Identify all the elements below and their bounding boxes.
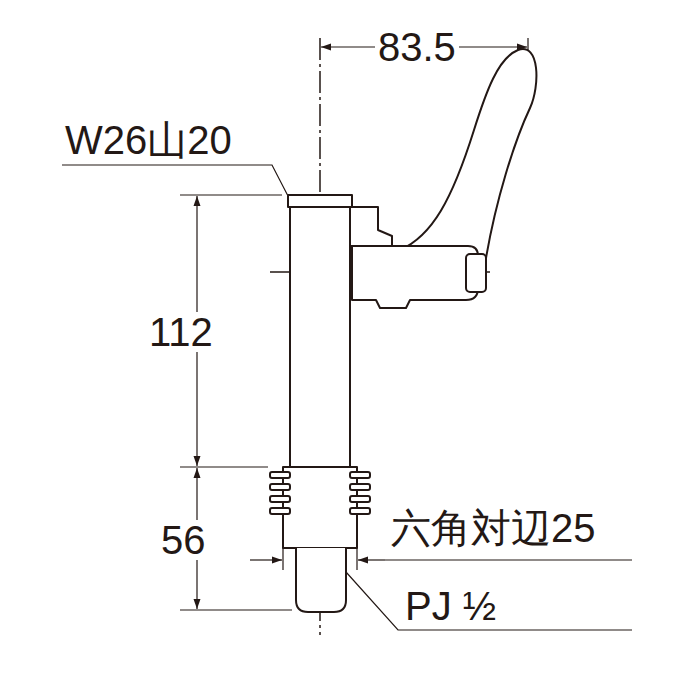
dimension-label: 56: [158, 520, 209, 560]
hex-part: [283, 467, 357, 548]
lever-handle: [400, 49, 536, 258]
leader-lines: [62, 165, 632, 630]
thread-rib: [350, 508, 370, 514]
thread-rib: [350, 472, 370, 478]
bonnet-nut: [466, 254, 486, 292]
top-cap: [288, 195, 352, 207]
thread-ribs: [270, 472, 370, 514]
pipe-thread-label: PJ ½: [402, 586, 499, 626]
dimension-label: 83.5: [375, 27, 459, 67]
thread-rib: [270, 496, 290, 502]
pj-nipple: [296, 548, 346, 612]
thread-rib: [270, 508, 290, 514]
thread-spec-label: W26山20: [62, 120, 235, 160]
valve-bonnet: [352, 246, 478, 308]
dimension-lines: [180, 38, 632, 610]
main-pipe: [290, 195, 350, 467]
thread-rib: [270, 484, 290, 490]
thread-rib: [350, 484, 370, 490]
thread-rib: [270, 472, 290, 478]
hex-size-label: 六角対辺25: [388, 508, 599, 548]
thread-rib: [350, 496, 370, 502]
dimension-label: 112: [146, 312, 216, 352]
valve-neck: [350, 207, 392, 246]
